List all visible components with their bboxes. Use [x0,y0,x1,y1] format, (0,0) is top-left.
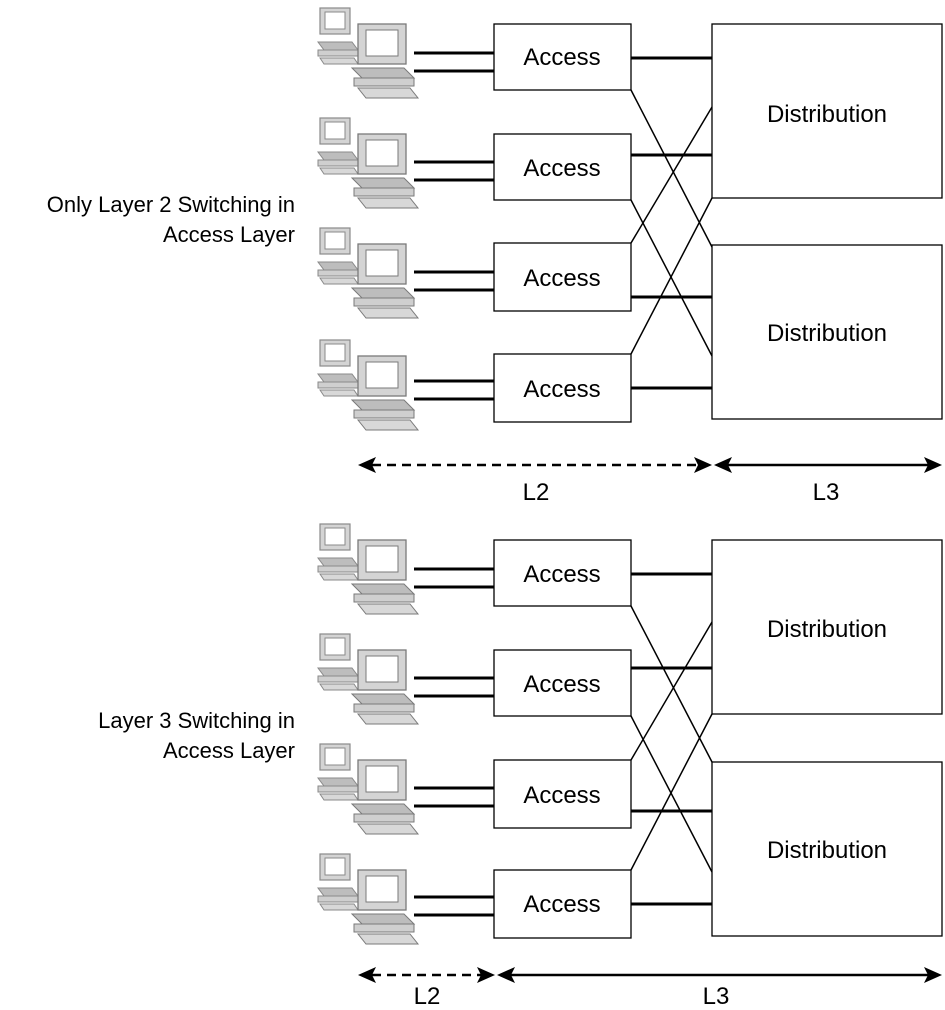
computer-icon [317,227,419,319]
access-switch: Access [493,869,632,939]
section-1-label-line-1: Only Layer 2 Switching in [46,192,295,217]
distribution-switch: Distribution [711,244,943,420]
access-switch: Access [493,353,632,423]
computer-icon [317,117,419,209]
access-switch: Access [493,23,632,91]
access-distribution-links [630,56,713,390]
access-distribution-links [630,572,713,906]
distribution-label: Distribution [767,616,887,643]
computer-icon [317,523,419,615]
section-1: Access Access Access Access Distribution… [317,7,943,506]
computer-icon [317,633,419,725]
computer-icon [317,339,419,431]
l3-label: L3 [813,479,840,506]
access-label: Access [523,376,600,403]
distribution-switch: Distribution [711,23,943,199]
section-1-label-line-2: Access Layer [162,222,295,247]
section-2-label: Layer 3 Switching in Access Layer [98,706,295,766]
l3-range-arrow [714,457,942,473]
distribution-label: Distribution [767,320,887,347]
l3-label: L3 [703,983,730,1010]
computer-icon [317,853,419,945]
l3-range-arrow [497,967,942,983]
l2-label: L2 [523,479,550,506]
access-switch: Access [493,759,632,829]
section-1-label: Only Layer 2 Switching in Access Layer [47,190,295,250]
pc-access-links [414,51,494,401]
access-label: Access [523,265,600,292]
access-label: Access [523,561,600,588]
access-label: Access [523,671,600,698]
computer-icon [317,743,419,835]
access-switch: Access [493,649,632,717]
access-switch: Access [493,242,632,312]
pc-access-links [414,567,494,917]
section-2: Access Access Access Access Distribution… [317,523,943,1010]
distribution-switch: Distribution [711,761,943,937]
access-label: Access [523,782,600,809]
access-label: Access [523,44,600,71]
distribution-label: Distribution [767,101,887,128]
l2-label: L2 [414,983,441,1010]
distribution-label: Distribution [767,837,887,864]
access-switch: Access [493,539,632,607]
computer-icon [317,7,419,99]
section-2-label-line-2: Access Layer [162,738,295,763]
l2-range-arrow [358,967,495,983]
l2-range-arrow [358,457,712,473]
distribution-switch: Distribution [711,539,943,715]
access-switch: Access [493,133,632,201]
section-2-label-line-1: Layer 3 Switching in [98,708,295,733]
access-label: Access [523,155,600,182]
access-label: Access [523,891,600,918]
